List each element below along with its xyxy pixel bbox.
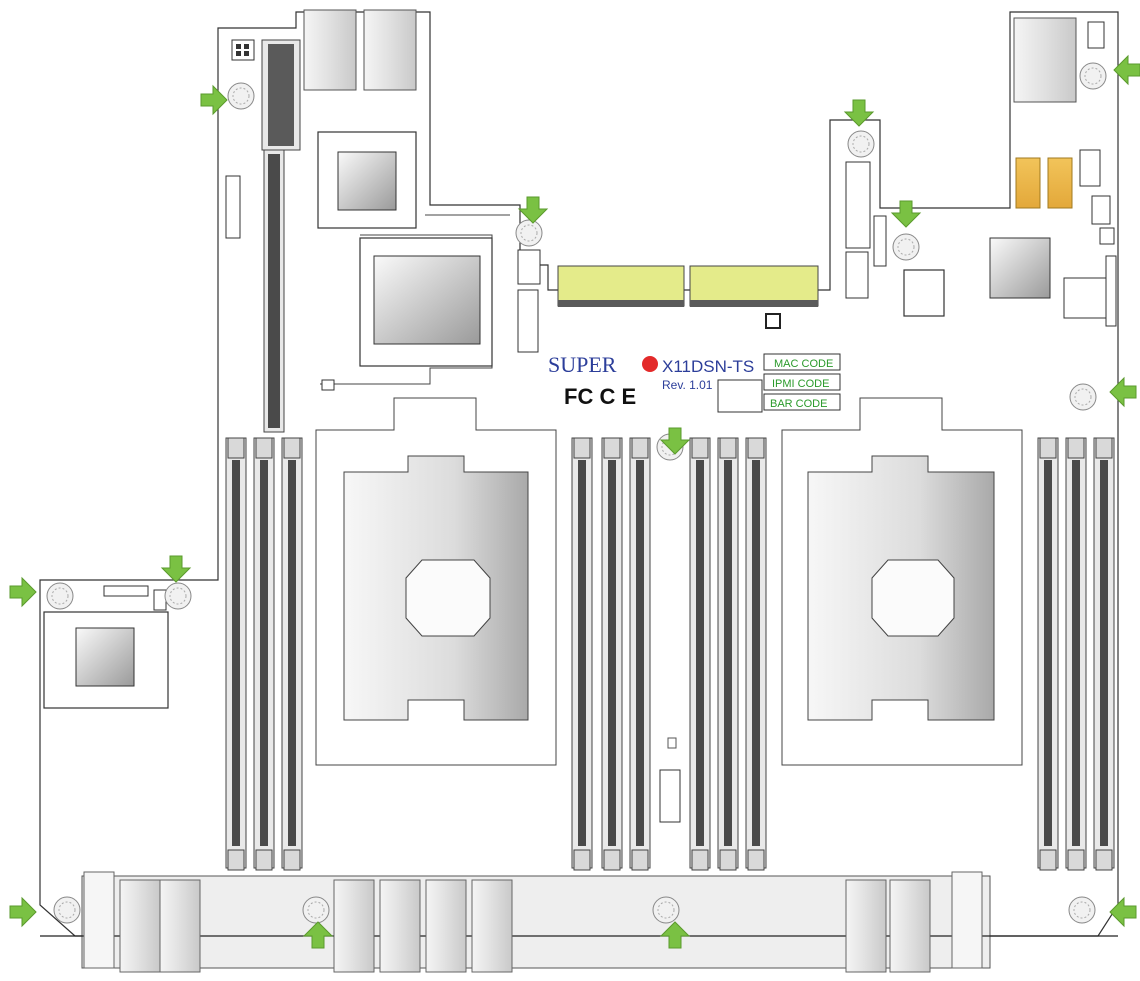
jumper (659, 769, 681, 823)
arrow-right-icon (9, 576, 37, 608)
rear-port (333, 879, 375, 973)
pch-routing (320, 214, 510, 385)
mounting-hole (1079, 62, 1107, 90)
rear-port (159, 879, 201, 973)
rear-port (119, 879, 161, 973)
mounting-hole (53, 896, 81, 924)
svg-text:IPMI CODE: IPMI CODE (772, 378, 829, 390)
dimm-slot (629, 437, 651, 871)
bmc-chip (337, 151, 397, 211)
rear-bracket (951, 871, 983, 969)
arrow-down-icon (843, 99, 875, 127)
brand-logo: SUPER (548, 352, 617, 377)
mounting-hole (302, 896, 330, 924)
arrow-down-icon (517, 196, 549, 224)
expansion-slot (689, 265, 819, 307)
arrow-right-icon (200, 84, 228, 116)
cpu-socket-2 (781, 397, 1023, 766)
arrow-right-icon (9, 896, 37, 928)
rear-bracket (83, 871, 115, 969)
cpu-socket-1 (315, 397, 557, 766)
rear-io-strip (81, 875, 991, 969)
rear-io-ports (83, 871, 983, 973)
rear-port (1013, 17, 1077, 103)
header-connector (225, 175, 241, 239)
svg-text:BAR CODE: BAR CODE (770, 398, 827, 410)
dimm-slot (601, 437, 623, 871)
mounting-hole (515, 219, 543, 247)
chip (989, 237, 1051, 299)
revision-label: Rev. 1.01 (662, 378, 713, 392)
vga-connector (845, 161, 871, 249)
dimm-slot (745, 437, 767, 871)
jumper-block (231, 39, 255, 61)
dimm-slots (225, 437, 1115, 871)
ipmi-code-tag: IPMI CODE (763, 373, 841, 391)
mounting-arrows (9, 54, 1140, 949)
lan-port (303, 9, 357, 91)
rear-port (379, 879, 421, 973)
mounting-hole (164, 582, 192, 610)
dimm-slot (1065, 437, 1087, 871)
battery-socket (1063, 277, 1107, 319)
dimm-slot (253, 437, 275, 871)
rear-port (471, 879, 513, 973)
chip (75, 627, 135, 687)
dimm-slot (281, 437, 303, 871)
mounting-hole (227, 82, 255, 110)
brand-dot-icon (642, 356, 658, 372)
mounting-hole (652, 896, 680, 924)
pch-chip (373, 255, 481, 345)
dimm-slot (1093, 437, 1115, 871)
arrow-up-icon (302, 921, 334, 949)
lan-port (363, 9, 417, 91)
mounting-hole (847, 130, 875, 158)
dimm-slot (225, 437, 247, 871)
dimm-slot (1037, 437, 1059, 871)
rear-port (845, 879, 887, 973)
arrow-down-icon (659, 427, 691, 455)
bar-code-tag: BAR CODE (763, 393, 841, 411)
mac-code-tag: MAC CODE (763, 353, 841, 371)
mounting-hole (1068, 896, 1096, 924)
dimm-slot (571, 437, 593, 871)
arrow-down-icon (160, 555, 192, 583)
dimm-slot (717, 437, 739, 871)
arrow-left-icon (1113, 54, 1140, 86)
dimm-slot (689, 437, 711, 871)
certification-marks: FC C E (564, 384, 636, 409)
mounting-hole (892, 233, 920, 261)
riser-slot (261, 39, 301, 433)
mounting-hole (1069, 383, 1097, 411)
model-label: X11DSN-TS (662, 357, 754, 376)
arrow-down-icon (890, 200, 922, 228)
mounting-hole (46, 582, 74, 610)
expansion-slot (557, 265, 685, 307)
arrow-left-icon (1109, 376, 1137, 408)
arrow-left-icon (1109, 896, 1137, 928)
rear-port (425, 879, 467, 973)
arrow-up-icon (659, 921, 691, 949)
svg-text:MAC CODE: MAC CODE (774, 358, 833, 370)
m2-connector (517, 249, 541, 285)
rear-port (889, 879, 931, 973)
